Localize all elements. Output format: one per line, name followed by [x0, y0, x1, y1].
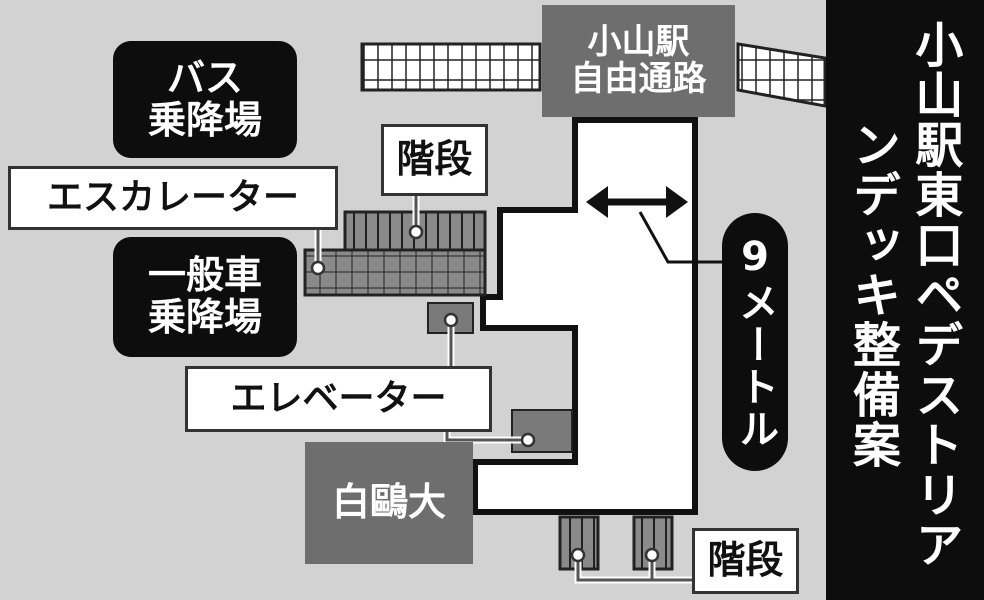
stairs-top-text: 階段 — [396, 137, 473, 182]
elevator-text: エレベーター — [230, 378, 447, 420]
width-dimension-label: 9メートル — [722, 213, 788, 471]
stairs-bottom-text: 階段 — [707, 538, 784, 583]
university-box: 白鷗大 — [305, 442, 473, 564]
general-vehicle-stop-label: 一般車 乗降場 — [113, 237, 297, 357]
leader-dots — [310, 224, 660, 563]
stairs-top-label: 階段 — [381, 124, 488, 196]
escalator-area — [303, 248, 487, 297]
general-vehicle-line1: 一般車 — [147, 253, 262, 298]
free-passage-box: 小山駅 自由通路 — [542, 5, 735, 117]
railway-track — [360, 42, 827, 108]
pedestrian-deck — [472, 117, 698, 515]
title-band: 小山駅東口ペデストリアンデッキ整備案 — [826, 0, 984, 600]
bus-stop-line1: バス — [166, 55, 243, 100]
elevator-box-lower — [511, 409, 573, 453]
page-title: 小山駅東口ペデストリアンデッキ整備案 — [844, 20, 963, 570]
width-arrow — [586, 186, 735, 264]
university-label: 白鷗大 — [331, 480, 446, 525]
escalator-text: エスカレーター — [46, 177, 299, 219]
bus-stop-line2: 乗降場 — [147, 97, 262, 142]
free-passage-line2: 自由通路 — [570, 59, 707, 99]
general-vehicle-line2: 乗降場 — [147, 295, 262, 339]
bus-stop-label: バス 乗降場 — [113, 41, 297, 158]
escalator-label: エスカレーター — [8, 166, 338, 230]
elevator-label: エレベーター — [185, 366, 492, 432]
stairs-bottom-label: 階段 — [692, 528, 799, 594]
free-passage-line1: 小山駅 — [587, 21, 690, 62]
width-dimension-text: 9メートル — [732, 234, 778, 450]
